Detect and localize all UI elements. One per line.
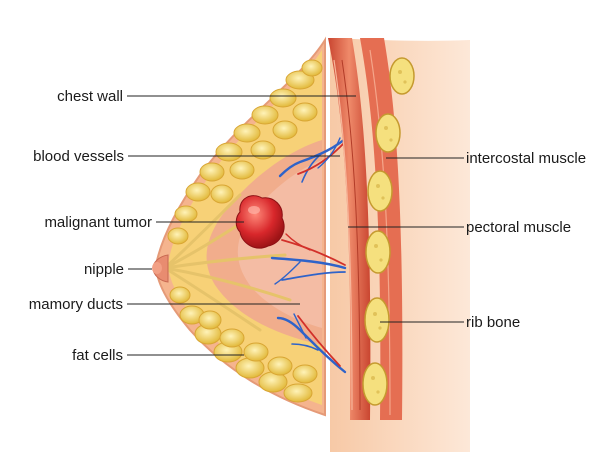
- fat-cells-layer: [167, 59, 323, 403]
- rib-bone-texture: [371, 70, 407, 394]
- label-intercostal-muscle: intercostal muscle: [466, 150, 586, 167]
- label-rib-bone: rib bone: [466, 314, 520, 331]
- label-pectoral-muscle: pectoral muscle: [466, 219, 571, 236]
- malignant-tumor-shape: [235, 195, 285, 249]
- nipple-shape: [152, 254, 169, 283]
- labels: chest wall blood vessels malignant tumor…: [29, 88, 586, 364]
- label-mamory-ducts: mamory ducts: [29, 296, 123, 313]
- label-blood-vessels: blood vessels: [33, 148, 124, 165]
- blood-vessels-middle: [270, 233, 347, 285]
- blood-vessels-upper: [278, 133, 352, 183]
- rib-bones: [362, 57, 415, 406]
- label-nipple: nipple: [84, 261, 124, 278]
- blood-vessels-lower: [276, 313, 347, 374]
- pectoral-muscle-shape: [328, 38, 371, 420]
- leader-lines: [127, 95, 464, 356]
- label-fat-cells: fat cells: [72, 347, 123, 364]
- label-chest-wall: chest wall: [57, 88, 123, 105]
- label-malignant-tumor: malignant tumor: [44, 214, 152, 231]
